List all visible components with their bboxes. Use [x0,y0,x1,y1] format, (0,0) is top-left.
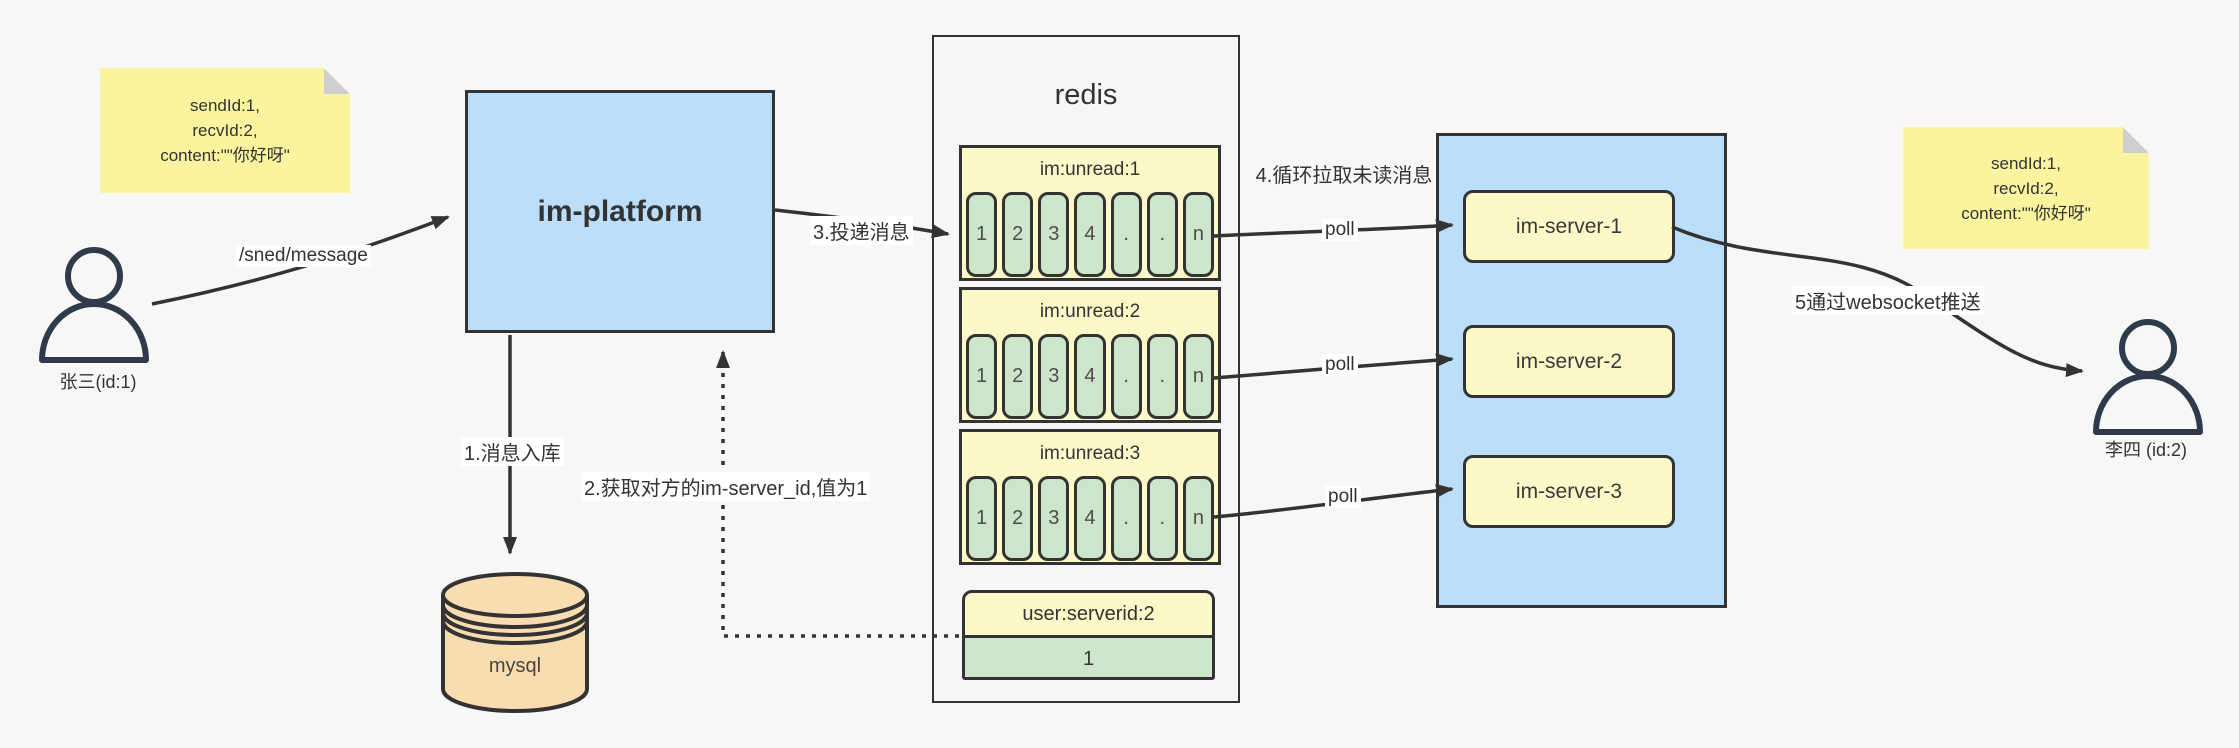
person-sender-icon [39,247,149,363]
redis-container: redis im:unread:1 1 2 3 4 . . n im:unrea… [932,35,1240,703]
im-platform-title: im-platform [537,194,703,228]
redis-title: redis [1054,79,1118,111]
note-line: recvId:2, [192,121,258,140]
queue-header: im:unread:1 [1039,159,1141,180]
queue-cell: 2 [1002,334,1034,419]
queue-cell: 4 [1074,334,1106,419]
im-server-group: im-server-1 im-server-2 im-server-3 [1436,133,1727,608]
queue-cell: n [1182,334,1214,419]
queue-cell: 3 [1038,476,1070,561]
sticky-note-sender: sendId:1, recvId:2, content:""你好呀" [100,68,350,193]
queue-cell: 3 [1038,192,1070,277]
label-poll-3: poll [1325,486,1361,508]
note-line: sendId:1, [1991,153,2061,173]
im-server-1-node: im-server-1 [1463,190,1675,263]
label-send-endpoint: /sned/message [236,245,371,267]
queue-cell: . [1146,334,1178,419]
mysql-database-icon [441,572,589,713]
im-platform-node: im-platform [465,90,775,333]
lookup-key: user:serverid:2 [965,593,1212,638]
queue-cell: . [1146,192,1178,277]
queue-cell: . [1146,476,1178,561]
mysql-label: mysql [488,655,542,677]
queue-cell: 2 [1002,476,1034,561]
queue-im-unread-2: im:unread:2 1 2 3 4 . . n [959,287,1221,423]
note-line: content:""你好呀" [1961,203,2091,223]
note-line: recvId:2, [1993,178,2059,198]
user-serverid-lookup: user:serverid:2 1 [962,590,1215,680]
queue-cell: n [1182,192,1214,277]
im-server-2-node: im-server-2 [1463,325,1675,398]
label-step2: 2.获取对方的im-server_id,值为1 [581,472,871,501]
label-step1: 1.消息入库 [461,437,564,466]
im-server-3-node: im-server-3 [1463,455,1675,528]
note-line: sendId:1, [190,96,260,115]
queue-header: im:unread:3 [1039,443,1141,464]
queue-cell: . [1110,334,1142,419]
sticky-note-receiver: sendId:1, recvId:2, content:""你好呀" [1903,127,2149,249]
queue-cells: 1 2 3 4 . . n [962,476,1218,561]
queue-cell: 1 [966,476,998,561]
queue-cell: 3 [1038,334,1070,419]
queue-cells: 1 2 3 4 . . n [962,192,1218,277]
queue-im-unread-1: im:unread:1 1 2 3 4 . . n [959,145,1221,281]
queue-cell: 4 [1074,192,1106,277]
queue-cell: 1 [966,192,998,277]
queue-cell: . [1110,192,1142,277]
receiver-label: 李四 (id:2) [2104,440,2187,460]
label-step3: 3.投递消息 [810,216,913,245]
queue-cell: n [1182,476,1214,561]
label-step4: 4.循环拉取未读消息 [1255,165,1433,187]
note-line: content:""你好呀" [160,146,290,165]
queue-cell: 1 [966,334,998,419]
queue-im-unread-3: im:unread:3 1 2 3 4 . . n [959,429,1221,565]
label-poll-2: poll [1322,354,1358,376]
queue-cell: 4 [1074,476,1106,561]
label-step5: 5通过websocket推送 [1792,286,1984,315]
sender-label: 张三(id:1) [59,372,137,392]
queue-cell: 2 [1002,192,1034,277]
queue-cells: 1 2 3 4 . . n [962,334,1218,419]
label-poll-1: poll [1322,219,1358,241]
lookup-value: 1 [965,638,1212,677]
queue-header: im:unread:2 [1039,301,1141,322]
person-receiver-icon [2093,319,2203,435]
queue-cell: . [1110,476,1142,561]
